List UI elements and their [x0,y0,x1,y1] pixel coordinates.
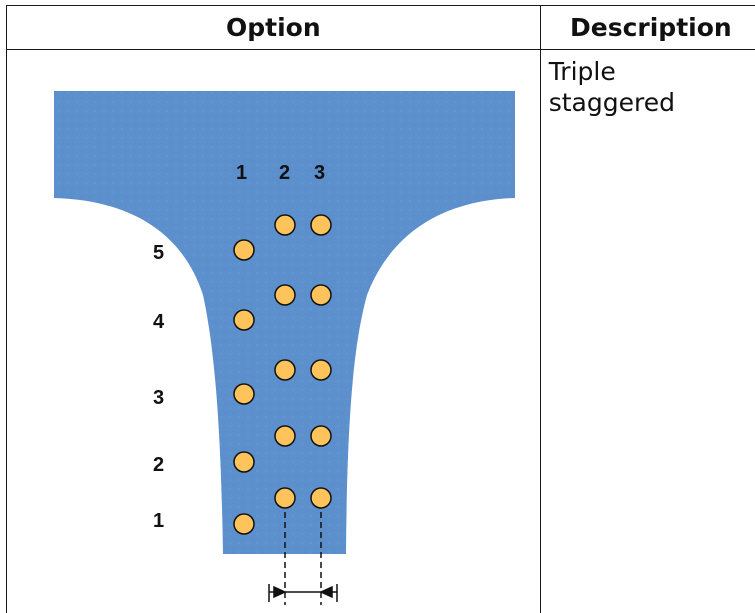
bolt [310,425,332,447]
column-label-2: 2 [279,162,290,184]
description-column-header: Description [539,5,755,50]
bolt [233,309,255,331]
bolt [274,487,296,509]
option-column-header: Option [6,5,541,50]
bolt [233,513,255,535]
bolt [310,359,332,381]
table-row: 1 2 3 5 4 3 2 1 [6,49,755,613]
bolt [274,214,296,236]
bolt [310,487,332,509]
description-text: Triple staggered [548,57,675,117]
description-cell: Triple staggered [539,49,755,613]
bolt [310,284,332,306]
bolt [233,383,255,405]
t-section-shape [54,91,515,554]
bolt [233,239,255,261]
column-label-3: 3 [314,162,325,184]
row-label-2: 2 [153,454,164,476]
bolt [310,214,332,236]
triple-staggered-bolt-diagram: 1 2 3 5 4 3 2 1 [54,91,515,605]
row-label-3: 3 [153,387,164,409]
options-table: Option Description [6,5,755,613]
bolt [274,284,296,306]
bolt [274,425,296,447]
table-header-row: Option Description [6,5,755,50]
option-cell: 1 2 3 5 4 3 2 1 [6,49,541,613]
spacing-dimension [268,512,338,605]
row-label-5: 5 [153,242,164,264]
bolt [233,451,255,473]
bolt [274,359,296,381]
row-label-4: 4 [153,311,165,333]
column-label-1: 1 [236,162,247,184]
row-label-1: 1 [153,510,164,532]
